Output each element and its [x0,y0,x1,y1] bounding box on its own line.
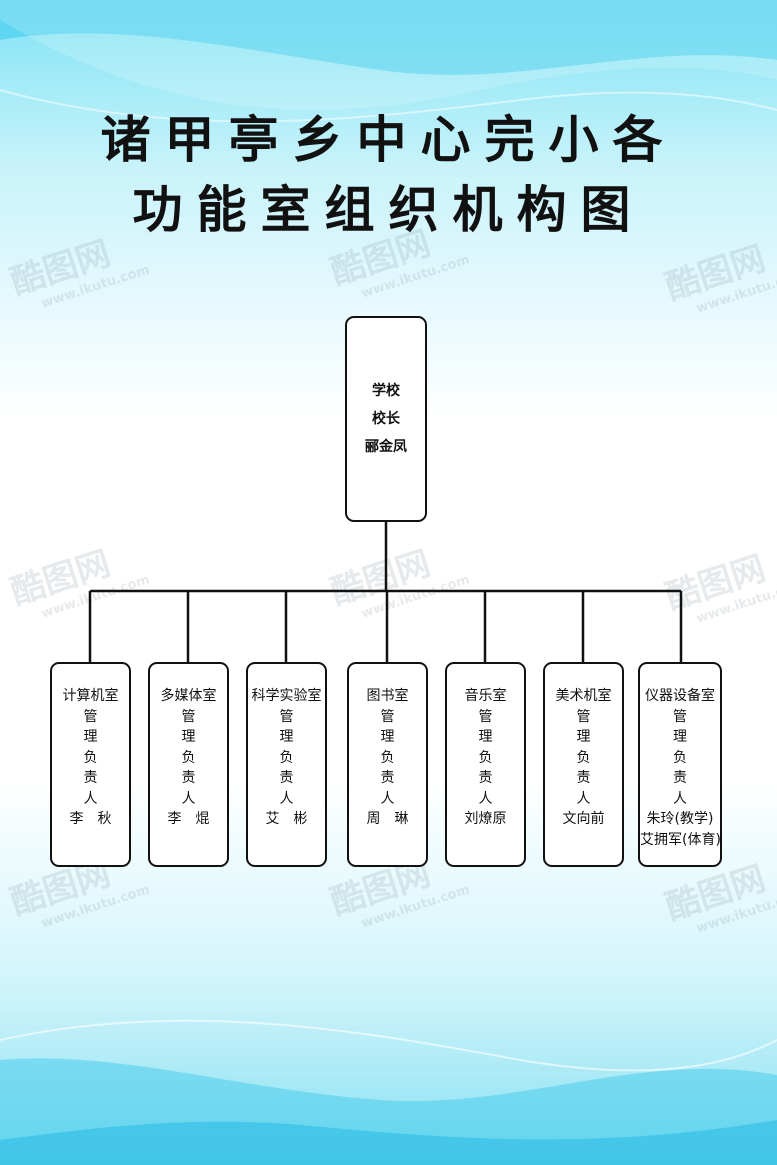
dept-role-char: 责 [279,770,294,786]
dept-role-char: 人 [673,790,687,807]
dept-person: 朱玲(教学) [646,811,714,827]
dept-node-equipment-room: 仪器设备室 管 理 负 责 人 朱玲(教学) 艾拥军(体育) [638,662,722,867]
dept-role-char: 管 [279,708,294,725]
dept-role-char: 理 [673,729,687,745]
dept-role-char: 责 [673,770,687,786]
dept-role-char: 负 [181,749,196,766]
dept-node-art-room: 美术机室 管 理 负 责 人 文向前 [543,662,624,867]
dept-role-char: 理 [279,729,294,745]
page-title-line2: 功能室组织机构图 [132,181,645,239]
dept-role-char: 管 [478,708,493,725]
root-node: 学校 校长 郦金凤 [345,316,427,522]
dept-person: 艾拥军(体育) [640,831,721,848]
dept-role-char: 管 [83,708,98,725]
dept-person: 李 秋 [69,811,112,827]
dept-role-char: 人 [279,790,294,807]
page-title-line1: 诸甲亭乡中心完小各 [100,111,677,169]
dept-node-computer-room: 计算机室 管 理 负 责 人 李 秋 [50,662,131,867]
root-role: 校长 [372,411,400,427]
dept-role-char: 负 [83,749,98,766]
dept-name: 美术机室 [555,688,612,704]
dept-node-library: 图书室 管 理 负 责 人 周 琳 [347,662,428,867]
dept-node-music-room: 音乐室 管 理 负 责 人 刘燎原 [445,662,526,867]
dept-role-char: 理 [181,729,196,745]
dept-role-char: 管 [673,708,687,725]
dept-role-char: 人 [380,790,395,807]
dept-person: 艾 彬 [265,811,308,827]
dept-role-char: 理 [478,729,493,745]
dept-role-char: 责 [83,770,98,786]
dept-person: 周 琳 [366,811,409,827]
dept-role-char: 责 [380,770,395,786]
dept-role-char: 责 [576,770,591,786]
dept-name: 图书室 [366,688,409,704]
dept-role-char: 负 [576,749,591,766]
dept-role-char: 理 [83,729,98,745]
root-person: 郦金凤 [365,439,407,455]
dept-role-char: 负 [478,749,493,766]
dept-role-char: 负 [279,749,294,766]
root-unit: 学校 [372,383,400,399]
dept-name: 计算机室 [62,688,119,704]
dept-role-char: 负 [673,749,687,766]
dept-node-science-lab: 科学实验室 管 理 负 责 人 艾 彬 [246,662,327,867]
dept-role-char: 人 [83,790,98,807]
dept-name: 仪器设备室 [645,688,715,704]
dept-role-char: 责 [478,770,493,786]
dept-person: 文向前 [562,811,605,827]
dept-role-char: 人 [478,790,493,807]
dept-person: 李 焜 [167,811,210,827]
dept-role-char: 人 [181,790,196,807]
dept-name: 音乐室 [464,688,507,704]
dept-person: 刘燎原 [464,811,507,827]
dept-role-char: 管 [181,708,196,725]
dept-role-char: 责 [181,770,196,786]
dept-node-multimedia-room: 多媒体室 管 理 负 责 人 李 焜 [148,662,229,867]
dept-role-char: 理 [576,729,591,745]
dept-role-char: 人 [576,790,591,807]
dept-role-char: 管 [380,708,395,725]
dept-name: 科学实验室 [251,688,322,704]
dept-role-char: 理 [380,729,395,745]
dept-name: 多媒体室 [160,688,217,704]
dept-role-char: 负 [380,749,395,766]
dept-role-char: 管 [576,708,591,725]
